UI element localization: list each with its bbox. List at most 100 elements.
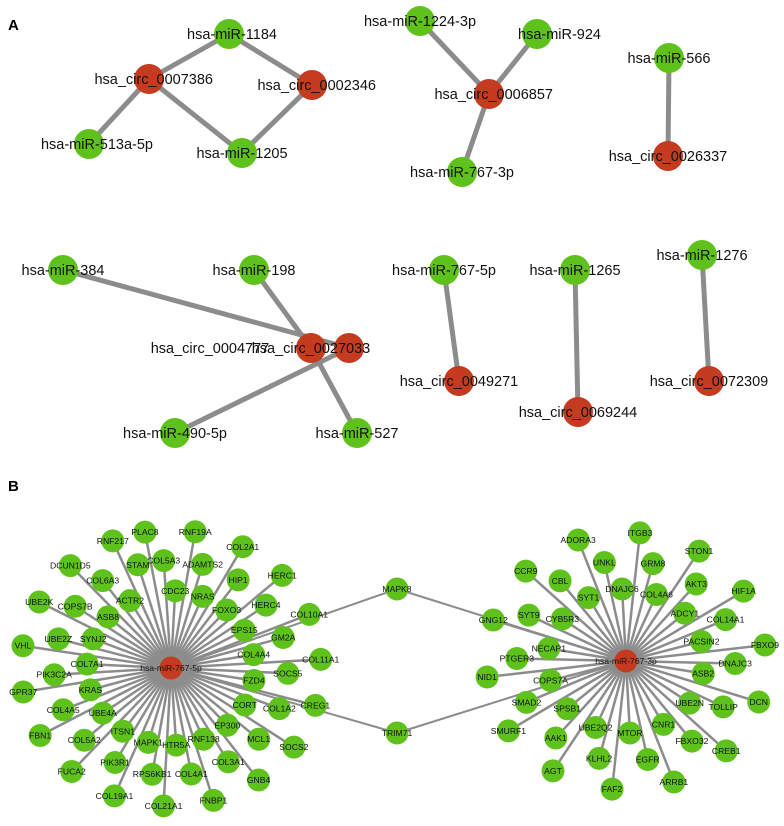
gene-node-hip1 [226, 568, 250, 592]
gene-label-nras: NRAS [191, 591, 215, 601]
edge-hsa-mir-767-5p-herc4 [170, 604, 267, 670]
edge-hsa-mir-767-5p-ube2k [38, 600, 172, 670]
node-hsa-circ-0069244 [563, 397, 593, 427]
edge-hsa-mir-767-5p-itsn1 [121, 667, 172, 733]
gene-label-smurf1: SMURF1 [491, 726, 527, 736]
edge-hsa-mir-767-5p-ube2z [58, 637, 172, 670]
edge-hsa-mir-767-3p-arrb1 [624, 660, 676, 783]
gene-node-necap1 [537, 636, 561, 660]
gene-label-arrb1: ARRB1 [660, 777, 689, 787]
gene-node-col11a1 [309, 647, 333, 671]
gene-node-ptger3 [505, 646, 529, 670]
edge-hsa-mir-767-3p-cnr1 [624, 660, 665, 725]
gene-node-ube2k [27, 590, 51, 614]
gene-node-adora3 [566, 528, 590, 552]
gene-label-col5a2: COL5A2 [68, 735, 101, 745]
gene-node-egfr [636, 747, 660, 771]
gene-label-egfr: EGFR [636, 754, 660, 764]
edge-hsa-mir-767-5p-col21a1 [162, 667, 173, 806]
label-hsa-mir-1265: hsa-miR-1265 [529, 263, 620, 279]
gene-node-fbn1 [28, 724, 52, 748]
edge-hsa-mir-767-5p-adamts2 [169, 564, 204, 669]
gene-node-ube2q2 [584, 715, 608, 739]
edge-hsa-mir-767-3p-aak1 [554, 660, 627, 739]
edge-hsa-mir-767-3p-tollip [625, 659, 724, 708]
edge-hsa-mir-767-5p-gnb4 [170, 667, 260, 781]
node-hsa-mir-1276 [687, 240, 717, 270]
gene-node-fnbp1 [201, 788, 225, 812]
edge-hsa-mir-1276-hsa-circ-0072309 [699, 254, 712, 382]
edge-hsa-mir-767-3p-adcy1 [625, 612, 686, 662]
label-hsa-mir-767-3p: hsa-miR-767-3p [410, 165, 514, 181]
edge-hsa-mir-767-5p-rnf217 [111, 540, 173, 669]
gene-label-mapk1: MAPK1 [134, 737, 163, 747]
gene-label-stam: STAM [126, 560, 149, 570]
gene-label-eps15: EPS15 [231, 625, 258, 635]
gene-label-klhl2: KLHL2 [586, 753, 612, 763]
gene-label-gpr37: GPR37 [9, 687, 37, 697]
gene-label-adamts2: ADAMTS2 [182, 559, 223, 569]
gene-label-herc1: HERC1 [268, 570, 297, 580]
gene-label-ston1: STON1 [685, 546, 714, 556]
label-hsa-mir-527: hsa-miR-527 [316, 426, 399, 442]
gene-node-rnf138 [192, 727, 216, 751]
edge-trim71 [396, 660, 627, 734]
gene-node-cyb5r3 [550, 607, 574, 631]
panel-b-label: B [8, 478, 19, 495]
node-hsa-mir-1265 [560, 255, 590, 285]
edge-hsa-mir-767-5p-ep300 [170, 667, 229, 727]
gene-node-fbxo9 [753, 633, 777, 657]
panel-a-edges [62, 19, 712, 436]
gene-node-rps6kb1 [140, 762, 164, 786]
panel-a-label: A [8, 17, 19, 34]
edge-hsa-mir-767-5p-col1a2 [170, 666, 280, 710]
gene-label-cyb5r3: CYB5R3 [546, 614, 580, 624]
gene-node-socs5 [276, 661, 300, 685]
gene-node-col21a1 [152, 794, 176, 818]
node-hsa-circ-0002346 [297, 70, 327, 100]
edge-hsa-mir-566-hsa-circ-0026337 [665, 57, 672, 157]
edge-hsa-mir-767-5p-col3a1 [169, 667, 230, 763]
label-hsa-mir-924: hsa-miR-924 [518, 27, 601, 43]
gene-label-ptger3: PTGER3 [500, 653, 535, 663]
edge-hsa-mir-767-5p-rps6kb1 [150, 667, 173, 775]
gene-label-rnf217: RNF217 [97, 536, 129, 546]
gene-label-col14a1: COL14A1 [707, 615, 745, 625]
gene-label-dnajc6: DNAJC6 [605, 584, 639, 594]
gene-node-agt [541, 759, 565, 783]
edge-hsa-mir-767-5p-foxo3 [170, 609, 228, 669]
gene-label-asb8: ASB8 [97, 612, 119, 622]
edge-hsa-mir-767-3p-asb2 [625, 659, 704, 675]
gene-label-asb2: ASB2 [692, 669, 714, 679]
node-hsa-circ-0027033 [296, 333, 326, 363]
gene-label-foxo3: FOXO3 [212, 605, 241, 615]
gene-node-actr2 [118, 589, 142, 613]
label-hsa-mir-198: hsa-miR-198 [213, 263, 296, 279]
label-hsa-mir-1276: hsa-miR-1276 [656, 248, 747, 264]
gene-node-itgb3 [628, 521, 652, 545]
gene-label-itsn1: ITSN1 [111, 726, 136, 736]
gene-label-col4a5: COL4A5 [47, 705, 80, 715]
gene-label-rps6kb1: RPS6KB1 [133, 769, 172, 779]
edge-hsa-mir-767-5p-gm2a [170, 636, 284, 670]
gene-node-nid1 [475, 665, 499, 689]
node-hsa-circ-0004777 [334, 333, 364, 363]
edge-hsa-mir-767-5p-htr5a [169, 667, 178, 746]
edge-hsa-mir-767-5p-col4a4 [170, 653, 254, 670]
gene-label-fbxo32: FBXO32 [675, 736, 708, 746]
gene-label-fuca2: FUCA2 [58, 766, 86, 776]
gene-node-gm2a [271, 626, 295, 650]
gene-label-creg1: CREG1 [301, 700, 331, 710]
gene-label-cops7a: COPS7A [533, 676, 568, 686]
link-node-mapk8 [385, 577, 409, 601]
gene-node-creb1 [714, 739, 738, 763]
edge-hsa-mir-767-5p-hsa-circ-0049271 [441, 269, 462, 382]
gene-label-mcl1: MCL1 [247, 734, 270, 744]
label-hsa-mir-767-5p: hsa-miR-767-5p [392, 263, 496, 279]
gene-node-aak1 [544, 726, 568, 750]
edge-hsa-mir-767-3p-creb1 [625, 660, 728, 752]
edge-hsa-mir-767-5p-nras [169, 595, 204, 669]
edge-hsa-mir-767-3p-dnajc6 [620, 588, 628, 662]
edge-hsa-mir-767-5p-kras [90, 666, 172, 692]
